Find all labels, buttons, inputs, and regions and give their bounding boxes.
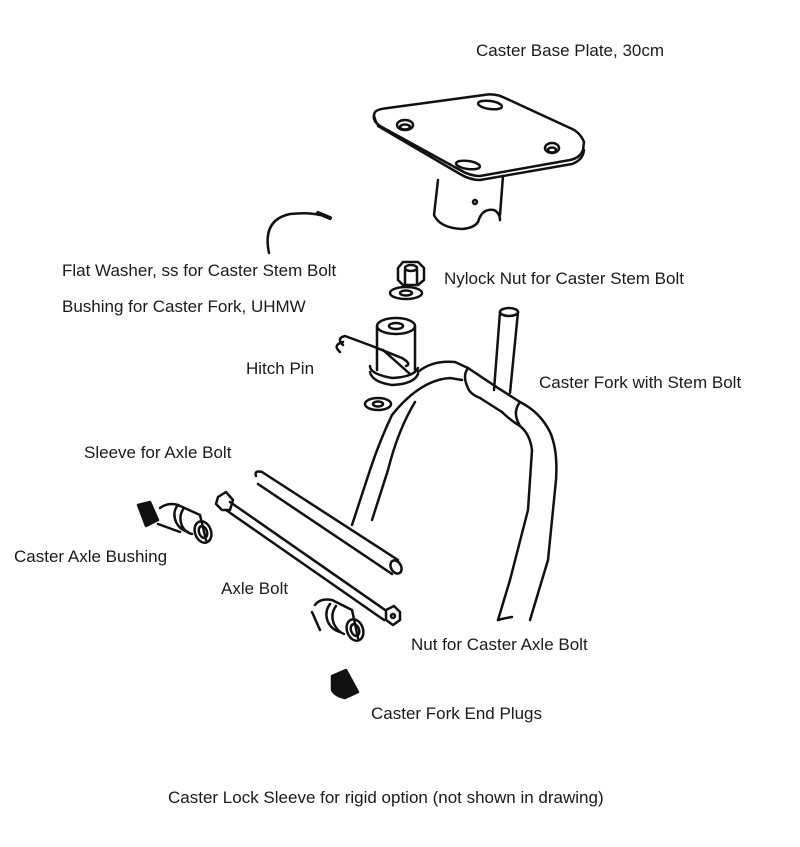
label-bushing-caster-fork: Bushing for Caster Fork, UHMW	[62, 297, 306, 316]
axle-sleeve	[256, 472, 404, 576]
caster-base-plate	[374, 94, 584, 229]
axle-nut	[386, 606, 400, 625]
label-axle-bolt: Axle Bolt	[221, 579, 289, 598]
axle-bolt	[216, 492, 388, 620]
nylock-nut	[398, 262, 424, 285]
label-flat-washer: Flat Washer, ss for Caster Stem Bolt	[62, 261, 337, 280]
label-caster-axle-bushing: Caster Axle Bushing	[14, 547, 168, 566]
hitch-pin-loose	[268, 213, 330, 253]
flat-washer-top	[390, 287, 422, 299]
label-caster-fork: Caster Fork with Stem Bolt	[539, 373, 742, 392]
label-axle-nut: Nut for Caster Axle Bolt	[411, 635, 588, 654]
flat-washer-bottom	[365, 398, 391, 410]
label-end-plugs: Caster Fork End Plugs	[371, 704, 543, 723]
label-axle-sleeve: Sleeve for Axle Bolt	[84, 443, 232, 462]
label-hitch-pin: Hitch Pin	[246, 359, 315, 378]
caster-fork	[352, 308, 556, 620]
caster-axle-bushing-right	[312, 600, 366, 644]
footnote: Caster Lock Sleeve for rigid option (not…	[168, 788, 604, 807]
label-nylock-nut: Nylock Nut for Caster Stem Bolt	[444, 269, 684, 288]
caster-axle-bushing	[138, 502, 214, 545]
label-caster-base-plate: Caster Base Plate, 30cm	[476, 41, 665, 60]
caster-fork-end-plug	[332, 670, 358, 698]
fork-bushing	[337, 318, 418, 385]
